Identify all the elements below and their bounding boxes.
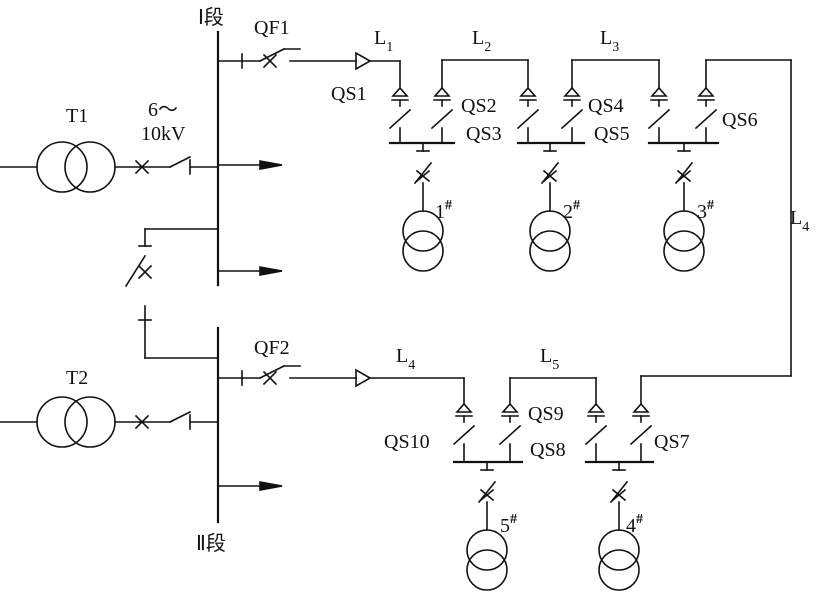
substation-5 — [452, 402, 524, 591]
switch-qs1-label: QS1 — [331, 83, 367, 105]
substation-2-mark: # — [573, 198, 580, 213]
switch-qs6-label: QS6 — [722, 109, 758, 131]
switch-qs2-label: QS2 — [461, 95, 497, 117]
bus-section-1-label: Ⅰ段 — [198, 5, 224, 29]
line-l2-label: L2 — [472, 27, 491, 55]
substation-2-number: 2 — [563, 201, 573, 223]
incomer-t1 — [0, 155, 219, 175]
voltage-label-line1: 6～ — [148, 99, 178, 121]
substation-5-number: 5 — [500, 515, 510, 537]
substation-3-mark: # — [707, 198, 714, 213]
switch-qs5-label: QS5 — [594, 123, 630, 145]
substation-2-label: 2# — [563, 198, 580, 223]
feeder-arrow-2 — [217, 266, 283, 276]
breaker-qf1 — [217, 47, 372, 71]
substation-5-mark: # — [510, 512, 517, 527]
line-l5-base: L — [540, 345, 552, 367]
line-l4-lower-subscript: 4 — [408, 358, 415, 373]
line-l3-label: L3 — [600, 27, 619, 55]
substation-5-label: 5# — [500, 512, 517, 537]
switch-qs8-label: QS8 — [530, 439, 566, 461]
wiring-layer — [0, 30, 792, 591]
switch-qs9-label: QS9 — [528, 403, 564, 425]
substation-4-label: 4# — [626, 512, 643, 537]
substation-1-number: 1 — [435, 201, 445, 223]
line-l4-right-subscript: 4 — [802, 220, 809, 235]
breaker-qf2-label: QF2 — [254, 337, 290, 359]
substation-1-label: 1# — [435, 198, 452, 223]
substation-3-label: 3# — [697, 198, 714, 223]
ring-upper-cables — [369, 59, 792, 405]
line-l2-subscript: 2 — [484, 40, 491, 55]
switch-qs3-label: QS3 — [466, 123, 502, 145]
incomer-t2 — [0, 410, 219, 430]
line-l5-label: L5 — [540, 345, 559, 373]
bus-section-2-label: Ⅱ段 — [196, 531, 226, 555]
breaker-qf1-label: QF1 — [254, 17, 290, 39]
line-l1-subscript: 1 — [386, 40, 393, 55]
transformer-t1-label: T1 — [66, 105, 88, 127]
substation-1 — [388, 86, 456, 272]
substation-3 — [647, 86, 720, 272]
breaker-qf2 — [217, 364, 372, 388]
switch-qs4-label: QS4 — [588, 95, 624, 117]
line-l2-base: L — [472, 27, 484, 49]
voltage-label-line2: 10kV — [141, 123, 186, 145]
bus-coupler — [124, 228, 219, 359]
switch-qs10-label: QS10 — [384, 431, 430, 453]
feeder-arrow-1 — [217, 160, 283, 170]
line-l4-lower-label: L4 — [396, 345, 415, 373]
line-l4-lower-base: L — [396, 345, 408, 367]
substation-1-mark: # — [445, 198, 452, 213]
substation-3-number: 3 — [697, 201, 707, 223]
transformer-t2-label: T2 — [66, 367, 88, 389]
substation-4 — [584, 402, 655, 591]
line-l5-subscript: 5 — [552, 358, 559, 373]
feeder-arrow-3 — [217, 481, 283, 491]
substation-2 — [516, 86, 586, 272]
line-l3-base: L — [600, 27, 612, 49]
substation-4-number: 4 — [626, 515, 636, 537]
substation-4-mark: # — [636, 512, 643, 527]
line-l1-label: L1 — [374, 27, 393, 55]
line-l3-subscript: 3 — [612, 40, 619, 55]
line-l4-right-label: L4 — [790, 207, 809, 235]
line-l4-right-base: L — [790, 207, 802, 229]
switch-qs7-label: QS7 — [654, 431, 690, 453]
line-l1-base: L — [374, 27, 386, 49]
transformer-t2 — [36, 396, 116, 448]
transformer-t1 — [36, 141, 116, 193]
